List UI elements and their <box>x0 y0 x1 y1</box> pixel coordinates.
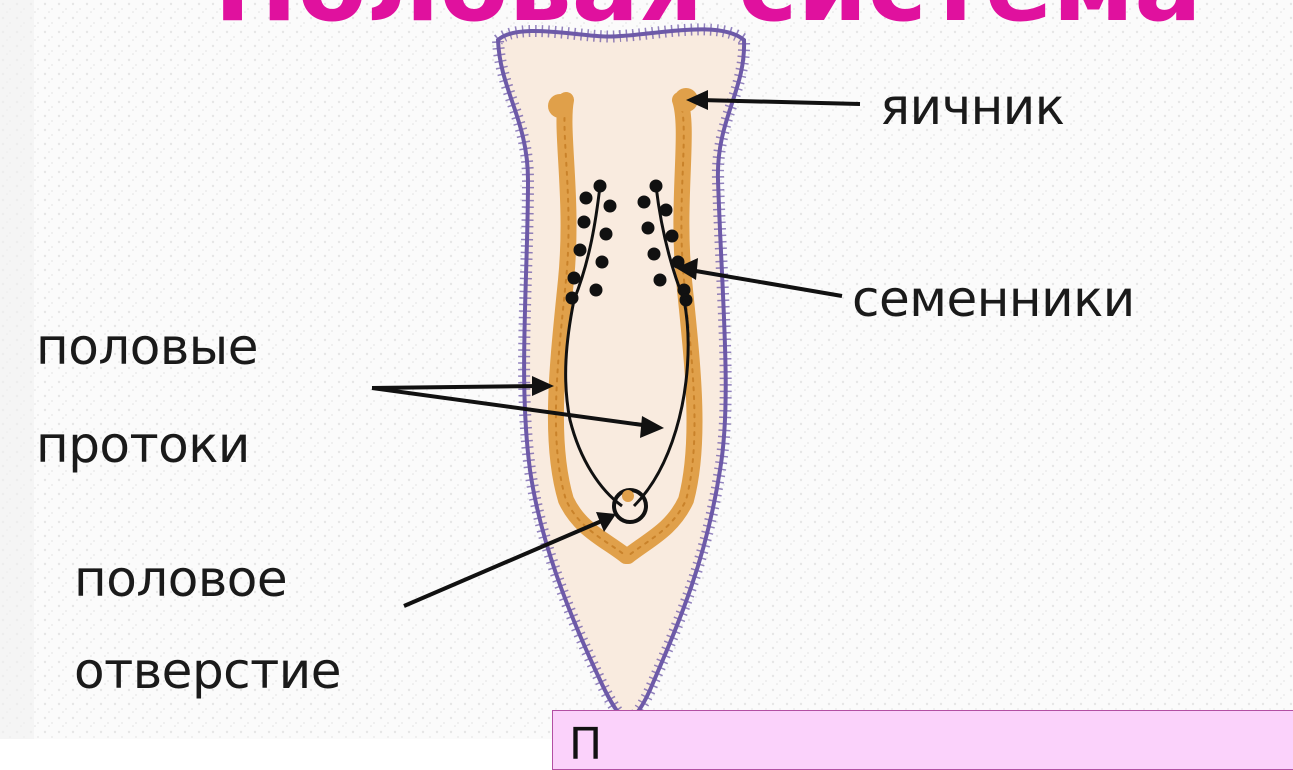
label-testes: семенники <box>852 274 1135 324</box>
body-outline <box>498 29 744 720</box>
label-ducts-line2: протоки <box>36 420 250 470</box>
label-ovary: яичник <box>880 82 1065 132</box>
label-pore-line2: отверстие <box>74 646 341 696</box>
note-box: П <box>552 710 1293 770</box>
note-text: П <box>569 723 602 767</box>
label-pore-line1: половое <box>74 554 287 604</box>
slide-canvas: Половая система <box>0 0 1293 739</box>
label-ducts-line1: половые <box>36 322 258 372</box>
